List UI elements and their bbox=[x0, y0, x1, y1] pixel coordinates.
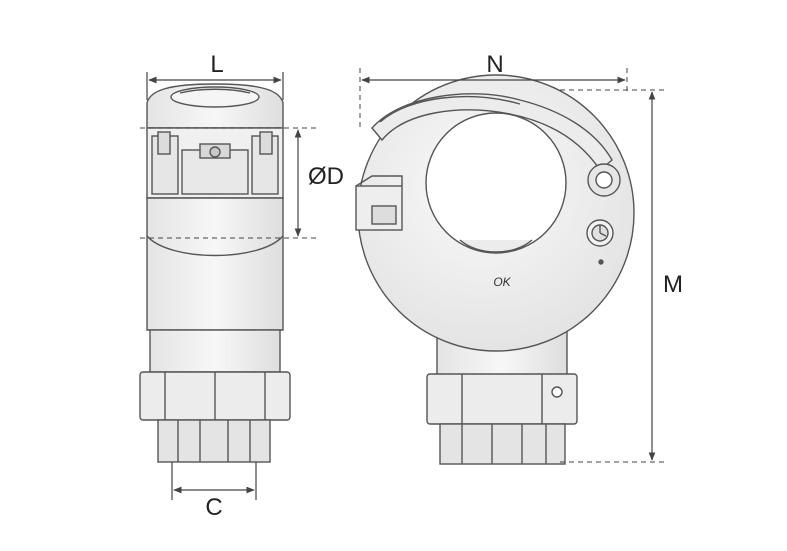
front-thread bbox=[439, 423, 566, 465]
d-guides bbox=[140, 127, 318, 239]
side-body bbox=[146, 197, 284, 331]
dim-label-L: L bbox=[210, 51, 223, 78]
dim-label-C: C bbox=[205, 494, 222, 521]
nut-hole bbox=[551, 386, 563, 398]
side-neck bbox=[149, 329, 281, 373]
side-view bbox=[139, 83, 291, 463]
stamp-label: OK bbox=[493, 275, 511, 289]
front-nut bbox=[426, 373, 578, 425]
pipe-bore bbox=[425, 112, 567, 254]
side-top-opening bbox=[170, 86, 260, 108]
dim-label-N: N bbox=[486, 51, 503, 78]
dimension-lines bbox=[146, 72, 656, 500]
dim-label-M: M bbox=[663, 271, 683, 298]
dim-label-D: ØD bbox=[308, 163, 344, 190]
side-thread bbox=[157, 419, 271, 463]
front-view bbox=[355, 74, 635, 465]
m-guides bbox=[359, 68, 665, 463]
